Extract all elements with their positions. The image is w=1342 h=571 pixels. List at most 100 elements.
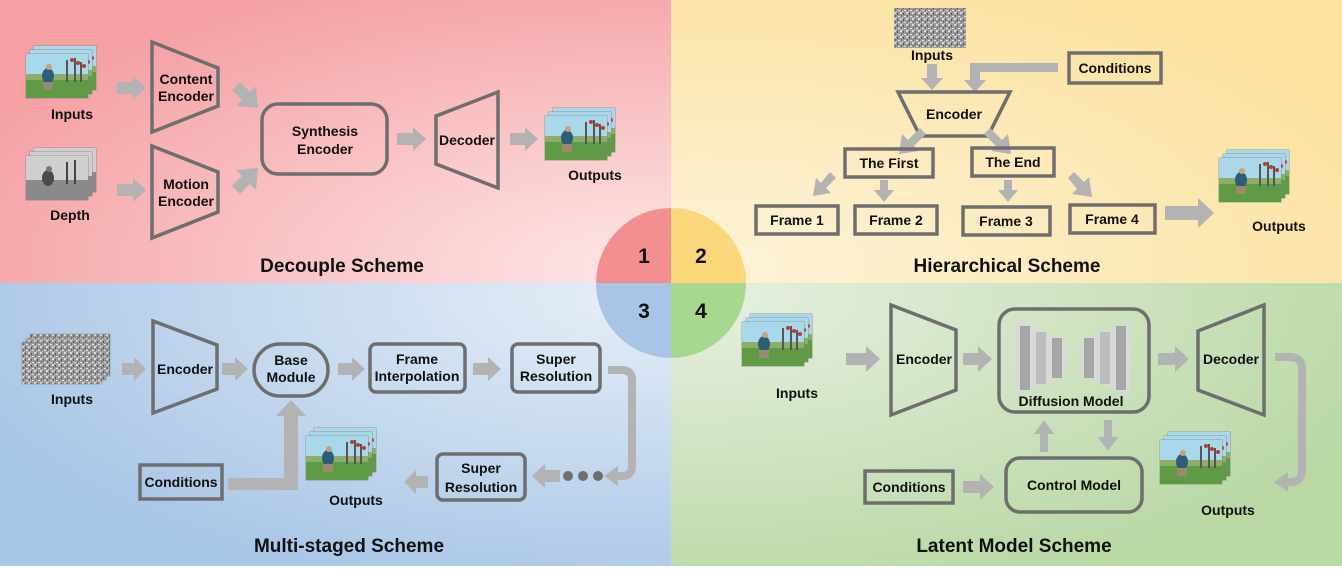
diffusion-model-box: [997, 307, 1151, 414]
the-first-box: [843, 147, 935, 179]
arrow-content-to-synthesis: [232, 82, 258, 108]
frame3-label: Frame 3: [979, 213, 1033, 229]
decouple-outputs-label: Outputs: [568, 167, 622, 183]
arrow-encoder-to-diffusion: [963, 346, 992, 372]
multistaged-scheme: Inputs Encoder Base Module Frame Interpo…: [21, 318, 636, 557]
content-encoder: [150, 39, 220, 135]
latent-outputs-image: [1160, 432, 1230, 484]
latent-inputs-image: [742, 314, 812, 366]
frame1-label: Frame 1: [770, 212, 824, 228]
super-resolution-1-label-2: Resolution: [520, 368, 592, 384]
ms-conditions-label: Conditions: [144, 474, 217, 490]
super-resolution-2-label-1: Super: [461, 460, 501, 476]
latent-decoder-label: Decoder: [1203, 351, 1260, 367]
the-end-box: [970, 146, 1056, 178]
arrow-conditions-to-base: [228, 400, 306, 490]
decouple-outputs-image: [545, 108, 615, 160]
base-module-label-1: Base: [274, 352, 308, 368]
latent-title: Latent Model Scheme: [916, 536, 1111, 557]
arrow-base-to-interp: [338, 357, 365, 381]
arrow-decoder-to-outputs: [510, 127, 538, 151]
arrow-motion-to-synthesis: [232, 168, 258, 194]
frame-interpolation-label-2: Interpolation: [375, 368, 460, 384]
decouple-inputs-image: [26, 46, 96, 98]
base-module-label-2: Module: [267, 369, 316, 385]
arrow-inputs-to-content: [117, 76, 146, 100]
hier-encoder-label: Encoder: [926, 106, 983, 122]
hier-inputs-noise: [894, 8, 966, 48]
ms-inputs-noise: [21, 333, 111, 385]
ms-outputs-label: Outputs: [329, 492, 383, 508]
arrow-interp-to-sr1: [473, 357, 501, 381]
arrow-end-to-frame4: [1068, 172, 1092, 197]
unet-icon: [1016, 321, 1130, 395]
frame-interpolation-box: [368, 342, 467, 394]
ms-encoder-label: Encoder: [157, 361, 214, 377]
decouple-depth-label: Depth: [50, 207, 90, 223]
ms-encoder: [151, 318, 219, 416]
arrow-diffusion-to-decoder: [1158, 346, 1189, 372]
latent-decoder: [1196, 302, 1266, 418]
decouple-inputs-label: Inputs: [51, 106, 93, 122]
hier-outputs-image: [1219, 150, 1289, 202]
hier-inputs-label: Inputs: [911, 47, 953, 63]
control-model-box: [1004, 456, 1144, 514]
arrow-depth-to-motion: [117, 178, 146, 202]
super-resolution-2-box: [435, 452, 527, 502]
decouple-scheme: Inputs Depth Content Encoder Motion Enco…: [26, 39, 622, 277]
ms-conditions-box: [138, 463, 224, 501]
frame4-box: [1068, 203, 1157, 235]
latent-scheme: Inputs Encoder Diffusion Model Decoder O…: [742, 302, 1306, 557]
diffusion-model-label: Diffusion Model: [1019, 393, 1124, 409]
decouple-depth-image: [26, 148, 96, 200]
hier-conditions-label: Conditions: [1078, 60, 1151, 76]
decouple-title: Decouple Scheme: [260, 256, 424, 277]
decoder: [434, 89, 500, 191]
the-end-label: The End: [985, 154, 1040, 170]
arrow-first-to-frame1: [813, 172, 836, 196]
ms-outputs-image: [306, 428, 376, 480]
motion-encoder-label-1: Motion: [163, 176, 209, 192]
arrow-decoder-loop: [1275, 353, 1306, 486]
latent-encoder: [889, 302, 958, 418]
arrow-synthesis-to-decoder: [397, 127, 426, 151]
super-resolution-1-box: [510, 342, 602, 394]
multistaged-title: Multi-staged Scheme: [254, 536, 444, 557]
center-number-3: 3: [638, 300, 650, 323]
arrow-sr1-loop-head: [604, 466, 618, 486]
content-encoder-label-1: Content: [160, 71, 213, 87]
latent-conditions-label: Conditions: [872, 479, 945, 495]
center-circle: 1 2 3 4: [596, 208, 746, 358]
motion-encoder: [150, 143, 220, 241]
latent-outputs-label: Outputs: [1201, 502, 1255, 518]
hierarchical-scheme: Inputs Conditions Encoder The First The …: [754, 8, 1306, 277]
arrow-latent-inputs-to-encoder: [846, 346, 880, 372]
the-first-label: The First: [859, 155, 918, 171]
ellipsis-dot-3: [593, 471, 603, 481]
super-resolution-1-label-1: Super: [536, 351, 576, 367]
arrow-frame4-to-outputs: [1165, 198, 1214, 228]
arrow-control-to-diffusion: [1034, 420, 1054, 452]
super-resolution-2-label-2: Resolution: [445, 479, 517, 495]
arrow-end-to-frame3: [998, 180, 1018, 202]
frame2-label: Frame 2: [869, 212, 923, 228]
synthesis-encoder-box: [260, 102, 389, 176]
hierarchical-title: Hierarchical Scheme: [914, 256, 1101, 277]
control-model-label: Control Model: [1027, 477, 1121, 493]
frame4-label: Frame 4: [1085, 211, 1139, 227]
latent-conditions-box: [863, 469, 955, 505]
center-number-1: 1: [638, 245, 650, 268]
arrow-ms-inputs-to-encoder: [122, 357, 146, 381]
frame3-box: [961, 205, 1052, 237]
arrow-dots-to-sr2: [532, 464, 560, 488]
frame1-box: [754, 204, 840, 236]
ellipsis-dot-1: [563, 471, 573, 481]
motion-encoder-label-2: Encoder: [158, 193, 215, 209]
hier-outputs-label: Outputs: [1252, 218, 1306, 234]
synthesis-encoder-label-1: Synthesis: [292, 123, 358, 139]
frame2-box: [853, 204, 939, 236]
content-encoder-label-2: Encoder: [158, 88, 215, 104]
arrow-decoder-loop-head: [1274, 472, 1288, 492]
arrow-encoder-to-base: [222, 357, 248, 381]
